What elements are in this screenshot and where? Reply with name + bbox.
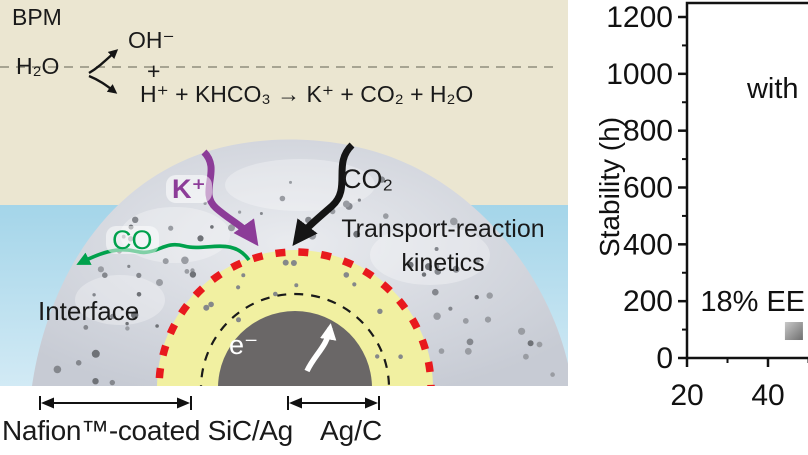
electron-label: e⁻ (229, 330, 259, 360)
chart-annotation: with B (746, 73, 808, 105)
co2-arrow (292, 142, 355, 247)
k-ion-label: K⁺ (166, 175, 212, 203)
y-tick-label: 1200 (606, 1, 673, 34)
plus-sign: + (147, 58, 161, 84)
mechanism-diagram: BPM H₂O OH⁻ + H⁺ + KHCO₃ → K⁺ + CO₂ + H₂… (0, 0, 568, 446)
agc-shell-speckles (203, 259, 403, 360)
scale-arrow-nafion (39, 396, 192, 410)
water-split-branch-down (88, 74, 118, 94)
y-tick-label: 600 (623, 172, 673, 205)
y-tick-label: 200 (623, 285, 673, 318)
y-tick-label: 800 (623, 115, 673, 148)
stability-chart: 0 200 400 600 800 1000 1200 20 40 18% EE with B (606, 1, 808, 412)
chart-annotation: 18% EE (700, 286, 805, 318)
x-tick-label: 40 (751, 379, 784, 412)
water-split-branch-up (88, 49, 119, 75)
scale-arrow-agc (287, 396, 380, 410)
inner-boundary-dashed (199, 292, 391, 386)
stability-chart-panel: Stability (h) 0 200 400 600 800 1000 1200 20 40 1… (568, 0, 808, 455)
oh-minus-label: OH⁻ (128, 27, 175, 53)
y-axis-label: Stability (h) (594, 116, 625, 258)
co2-label: CO₂ (342, 164, 393, 194)
h2o-label: H₂O (16, 53, 60, 79)
interface-label: Interface (38, 296, 140, 326)
electron-arrow (304, 323, 337, 373)
y-tick-label: 1000 (606, 58, 673, 91)
acid-reaction-equation: H⁺ + KHCO₃ → K⁺ + CO₂ + H₂O (140, 81, 474, 107)
bpm-label: BPM (12, 4, 62, 30)
kinetics-line2: kinetics (401, 248, 485, 277)
agc-label: Ag/C (320, 415, 383, 446)
y-tick-label: 0 (656, 342, 673, 375)
k-ion-arrow (201, 149, 259, 247)
x-tick-label: 20 (670, 379, 703, 412)
transport-reaction-kinetics-label: Transport-reaction kinetics (327, 213, 559, 281)
mechanism-diagram-canvas (0, 0, 568, 410)
data-point-square (784, 322, 803, 341)
nafion-coated-label: Nafion™-coated SiC/Ag (2, 415, 293, 446)
co-label: CO (106, 226, 159, 254)
y-tick-label: 400 (623, 228, 673, 261)
kinetics-line1: Transport-reaction (341, 215, 545, 243)
axis-frame (685, 1, 808, 360)
